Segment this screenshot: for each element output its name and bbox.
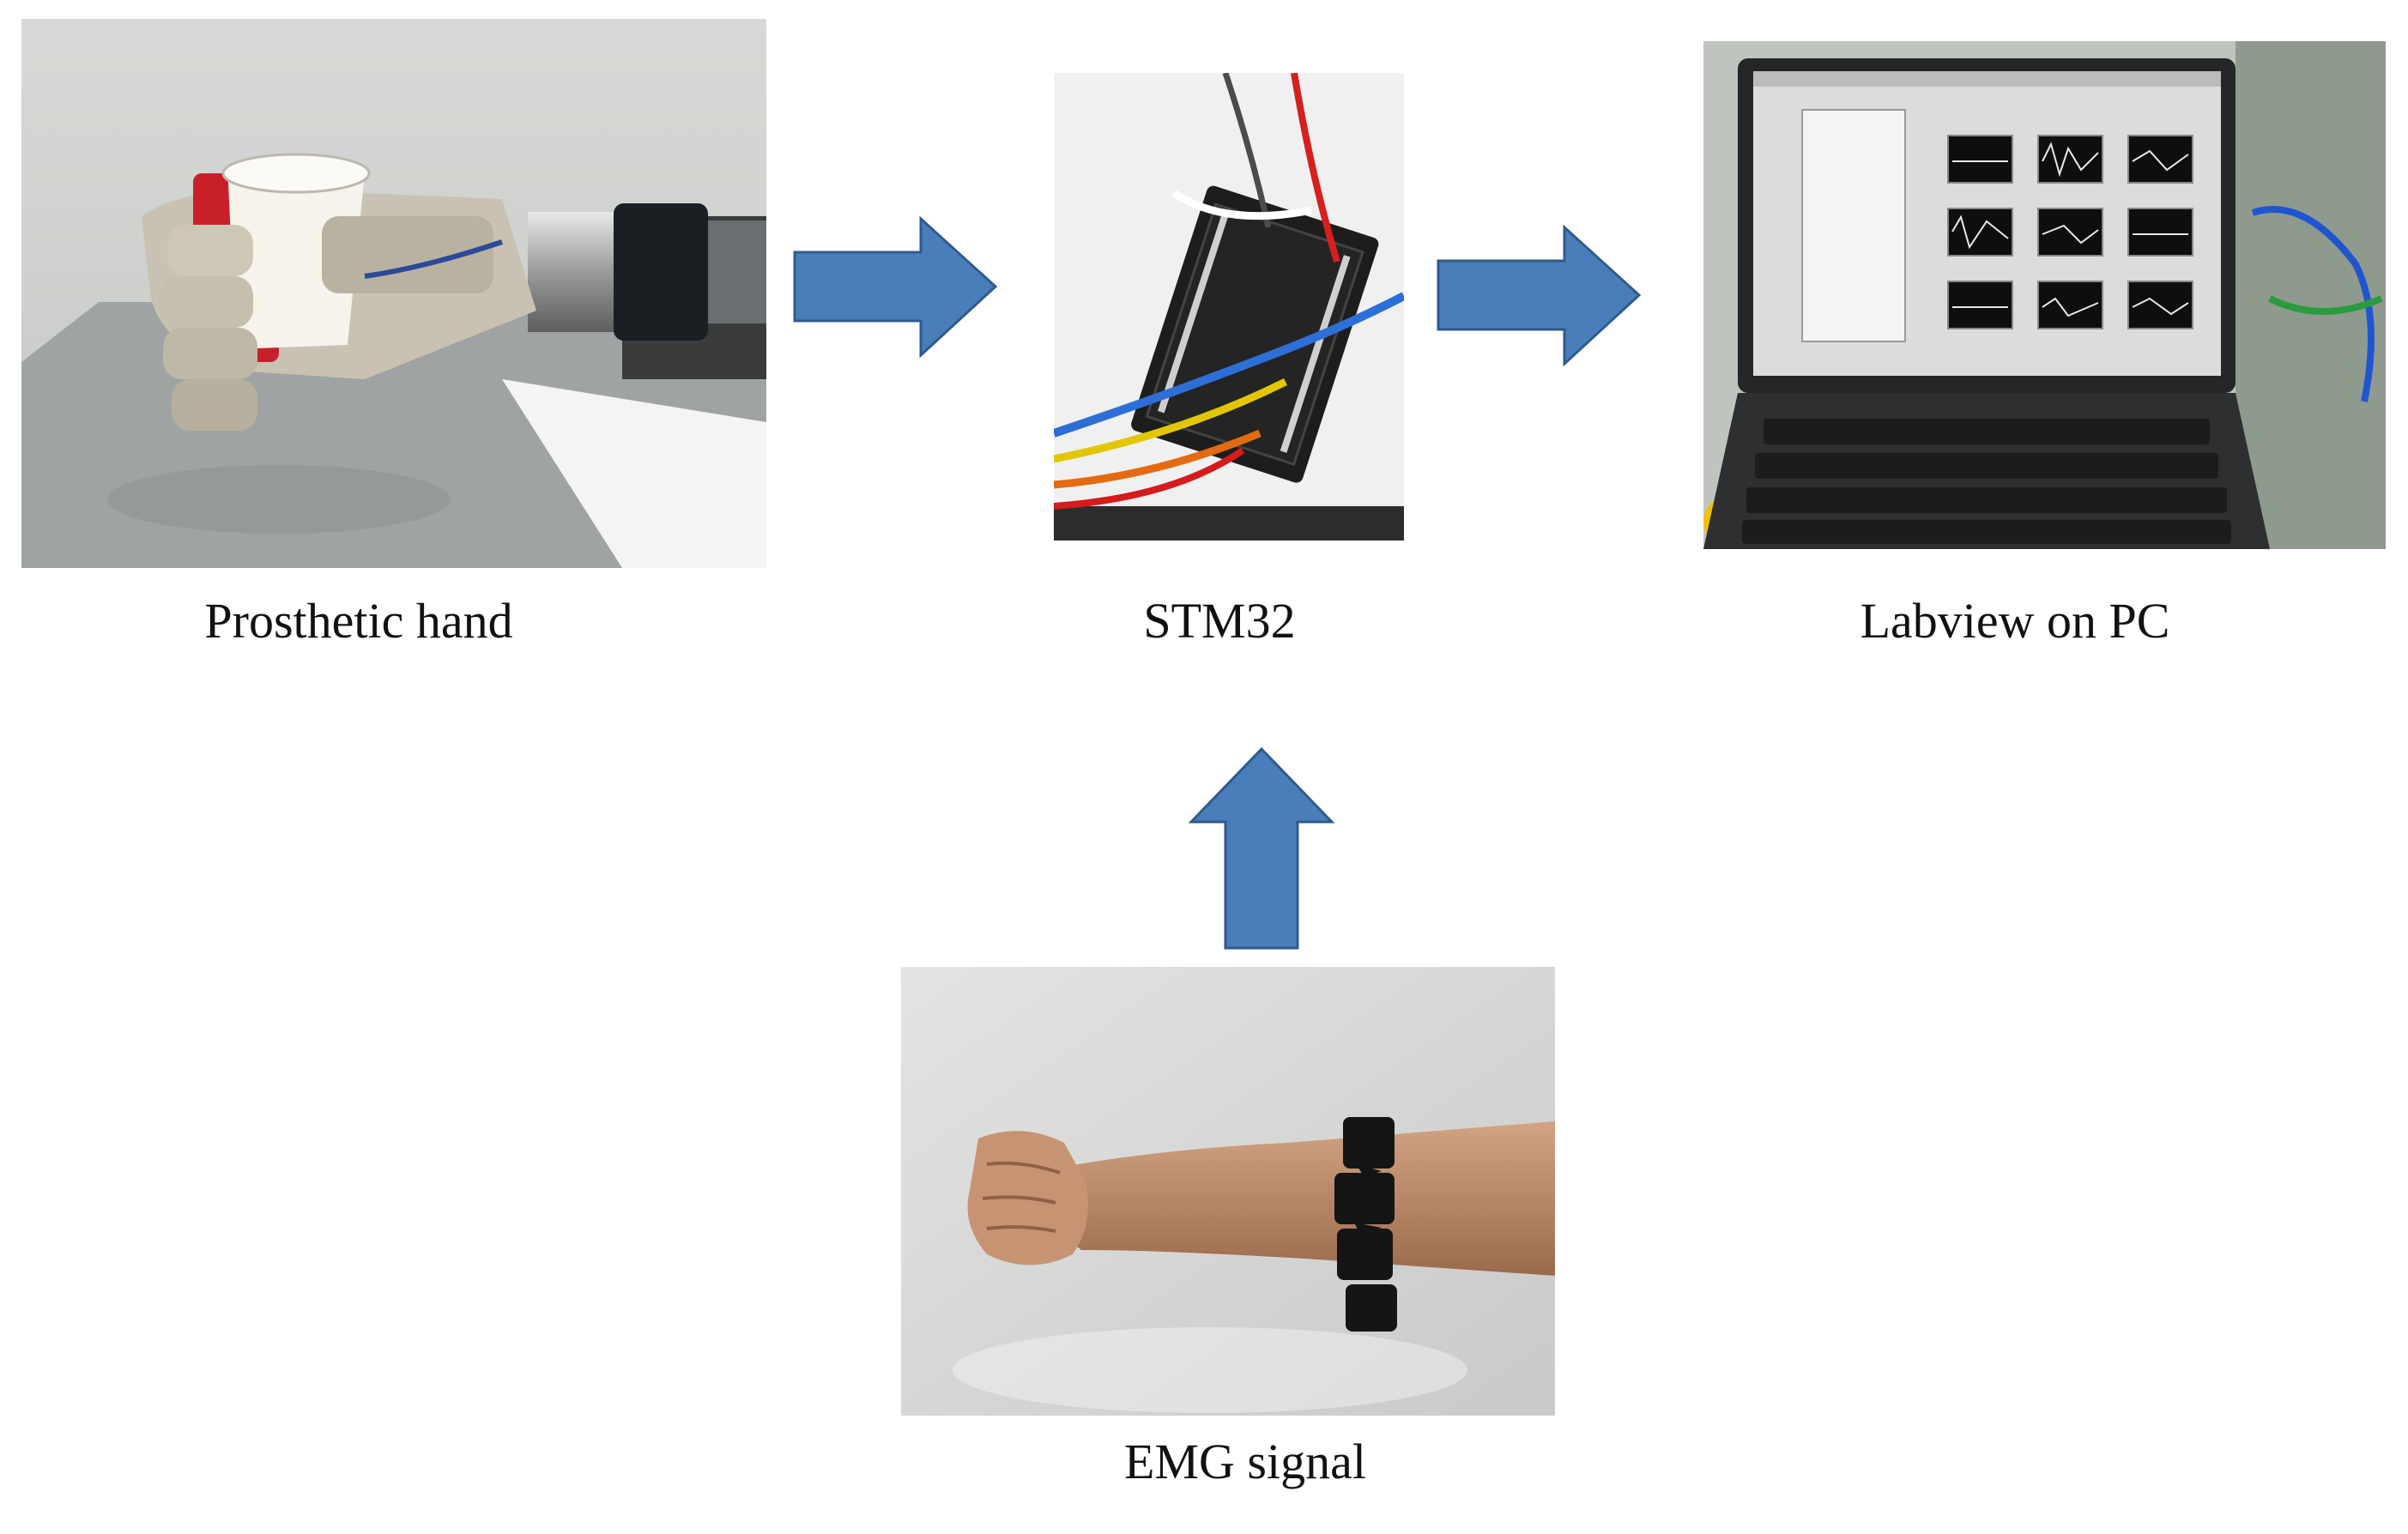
arrow-right-2 [1437, 225, 1642, 366]
caption-labview-pc: Labview on PC [1860, 593, 2170, 649]
labview-pc-photo [1703, 41, 2386, 549]
caption-stm32: STM32 [1143, 593, 1296, 649]
arrow-up [1189, 746, 1334, 950]
stm32-photo [1054, 73, 1404, 541]
arrow-right-1 [793, 216, 998, 358]
prosthetic-hand-photo [21, 19, 766, 568]
caption-prosthetic-hand: Prosthetic hand [204, 593, 513, 649]
emg-armband-photo [901, 967, 1555, 1416]
caption-emg-signal: EMG signal [1124, 1434, 1366, 1489]
